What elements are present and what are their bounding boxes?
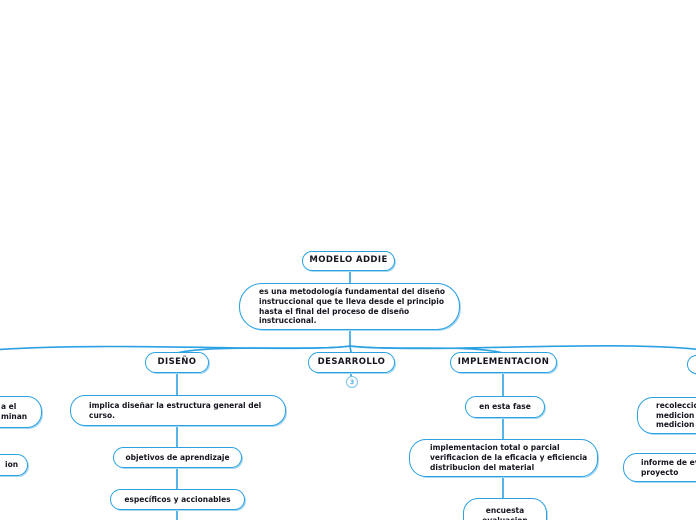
root-node[interactable]: MODELO ADDIE: [302, 251, 395, 271]
implementacion-child-encuesta[interactable]: encuesta evaluacion: [463, 498, 547, 520]
topic-node-implementacion[interactable]: IMPLEMENTACION: [450, 352, 557, 373]
link-to-diseno: [176, 345, 351, 354]
topic-node-desarrollo[interactable]: DESARROLLO: [308, 352, 395, 373]
topic-node-diseno[interactable]: DISEÑO: [145, 352, 209, 373]
diseno-child-especificos[interactable]: específicos y accionables: [110, 489, 245, 510]
link-to-right-offscreen: [349, 345, 696, 351]
diseno-child-structure[interactable]: implica diseñar la estructura general de…: [70, 395, 286, 426]
left-partial-node-2[interactable]: ion: [0, 454, 28, 476]
description-node[interactable]: es una metodología fundamental del diseñ…: [239, 283, 460, 330]
implementacion-child-detalle[interactable]: implementacion total o parcial verificac…: [409, 439, 598, 477]
left-partial-node-1[interactable]: a el minan: [0, 396, 42, 428]
diseno-child-objetivos[interactable]: objetivos de aprendizaje: [113, 447, 242, 468]
right-partial-node-informe[interactable]: informe de ev proyecto: [623, 453, 696, 482]
implementacion-child-fase[interactable]: en esta fase: [465, 396, 545, 418]
collapsed-children-badge[interactable]: 3: [346, 376, 358, 388]
right-partial-node-recoleccion[interactable]: recoleccion medicion d medicion d: [637, 397, 696, 434]
connector-group: [0, 270, 696, 520]
